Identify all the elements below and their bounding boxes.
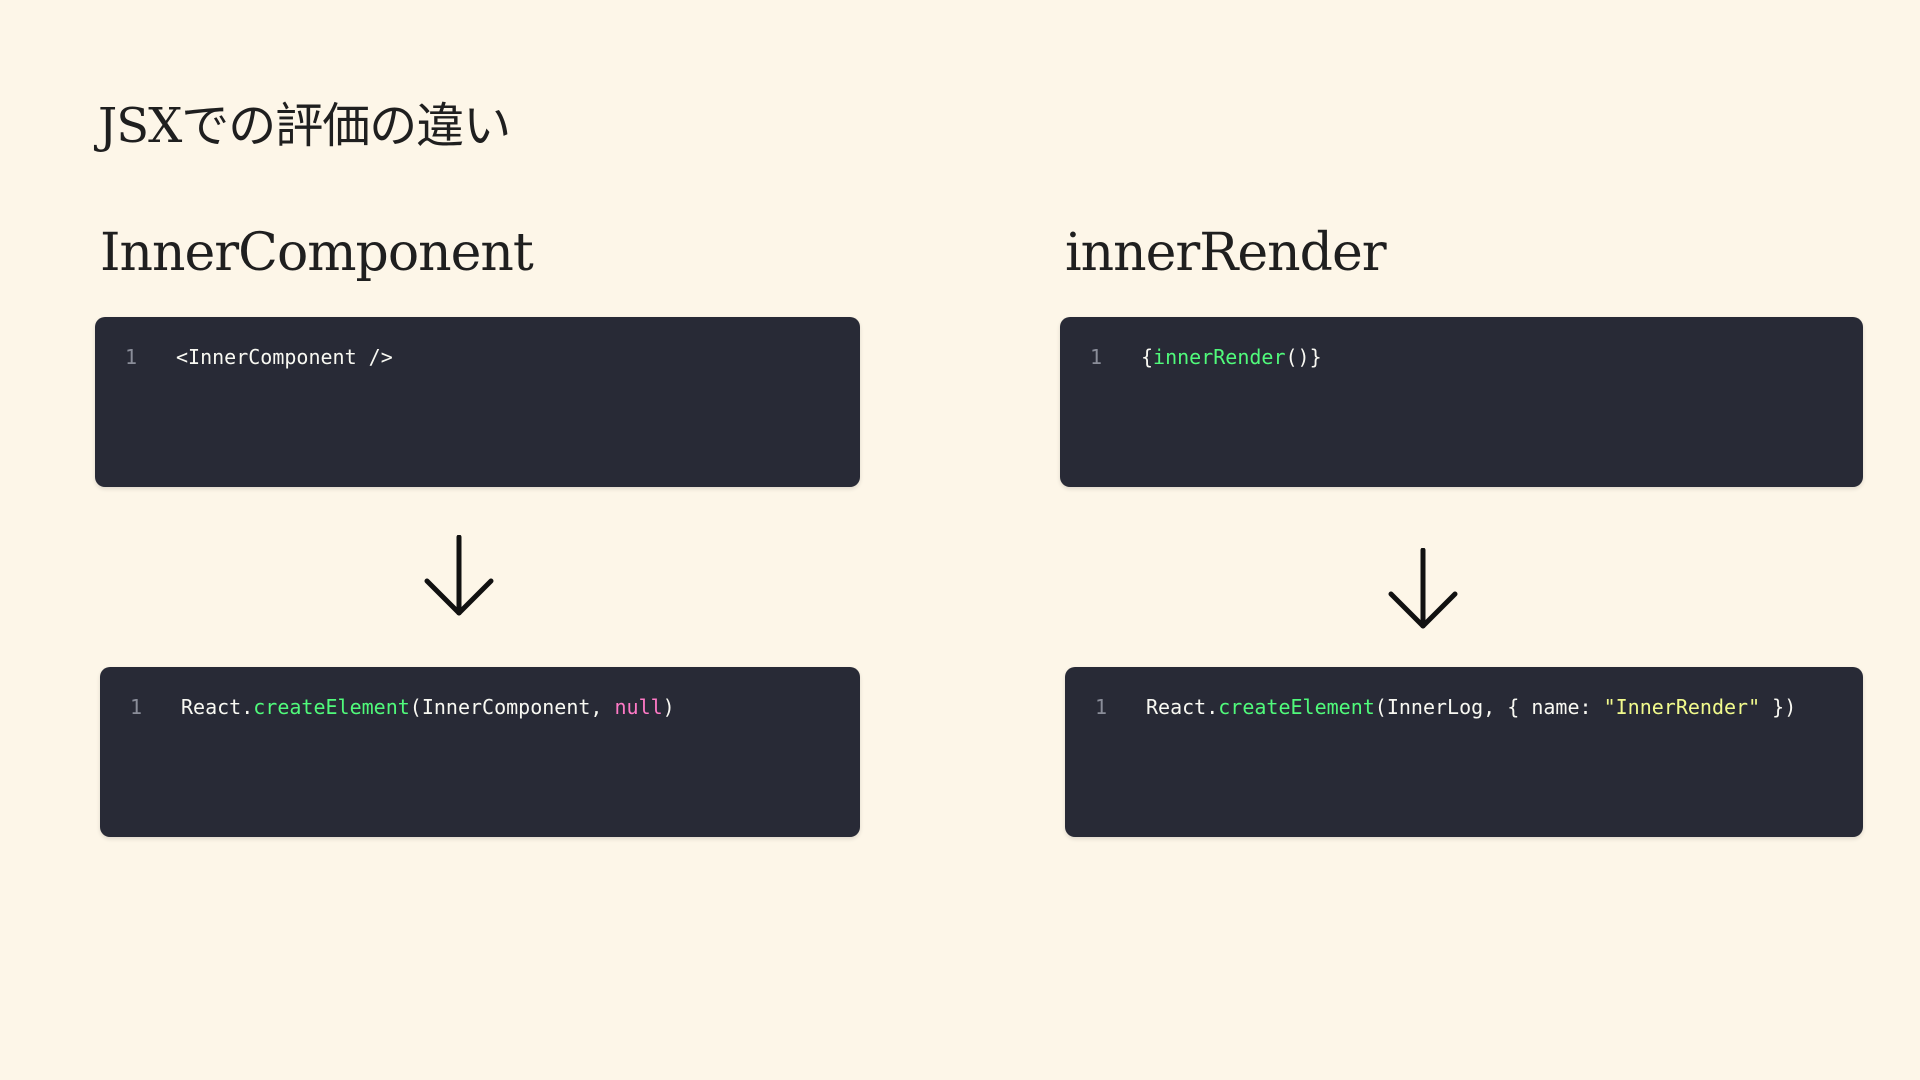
code-token: }) xyxy=(1760,695,1797,719)
code-line: 1 {innerRender()} xyxy=(1060,343,1322,371)
code-token: ()} xyxy=(1285,345,1322,369)
code-token: (InnerComponent, xyxy=(409,695,615,719)
code-line: 1 <InnerComponent /> xyxy=(95,343,393,371)
code-token-function: innerRender xyxy=(1153,345,1286,369)
arrow-down-icon xyxy=(1388,548,1458,629)
code-token-null: null xyxy=(614,695,663,719)
code-text: React.createElement(InnerComponent, null… xyxy=(181,693,675,721)
code-block-inner-render-jsx: 1 {innerRender()} xyxy=(1060,317,1863,487)
code-line: 1 React.createElement(InnerLog, { name: … xyxy=(1065,693,1796,721)
line-number: 1 xyxy=(1089,345,1102,369)
code-token: React. xyxy=(181,695,254,719)
code-token-function: createElement xyxy=(253,695,410,719)
code-token: ) xyxy=(662,695,675,719)
slide-title: JSXでの評価の違い xyxy=(98,98,511,154)
code-block-inner-render-compiled: 1 React.createElement(InnerLog, { name: … xyxy=(1065,667,1863,837)
line-number: 1 xyxy=(129,695,142,719)
code-text: <InnerComponent /> xyxy=(176,343,393,371)
code-token: <InnerComponent /> xyxy=(176,345,393,369)
code-token-function: createElement xyxy=(1218,695,1375,719)
arrow-down-icon xyxy=(424,535,494,616)
code-token: { xyxy=(1141,345,1154,369)
code-token: (InnerLog, { name: xyxy=(1374,695,1604,719)
line-number: 1 xyxy=(1094,695,1107,719)
line-number: 1 xyxy=(124,345,137,369)
code-token: React. xyxy=(1146,695,1219,719)
code-text: {innerRender()} xyxy=(1141,343,1322,371)
code-block-inner-component-compiled: 1 React.createElement(InnerComponent, nu… xyxy=(100,667,860,837)
code-token-string: "InnerRender" xyxy=(1603,695,1761,719)
code-block-inner-component-jsx: 1 <InnerComponent /> xyxy=(95,317,860,487)
code-text: React.createElement(InnerLog, { name: "I… xyxy=(1146,693,1796,721)
heading-inner-component: InnerComponent xyxy=(100,223,534,283)
code-line: 1 React.createElement(InnerComponent, nu… xyxy=(100,693,675,721)
heading-inner-render: innerRender xyxy=(1065,223,1387,283)
